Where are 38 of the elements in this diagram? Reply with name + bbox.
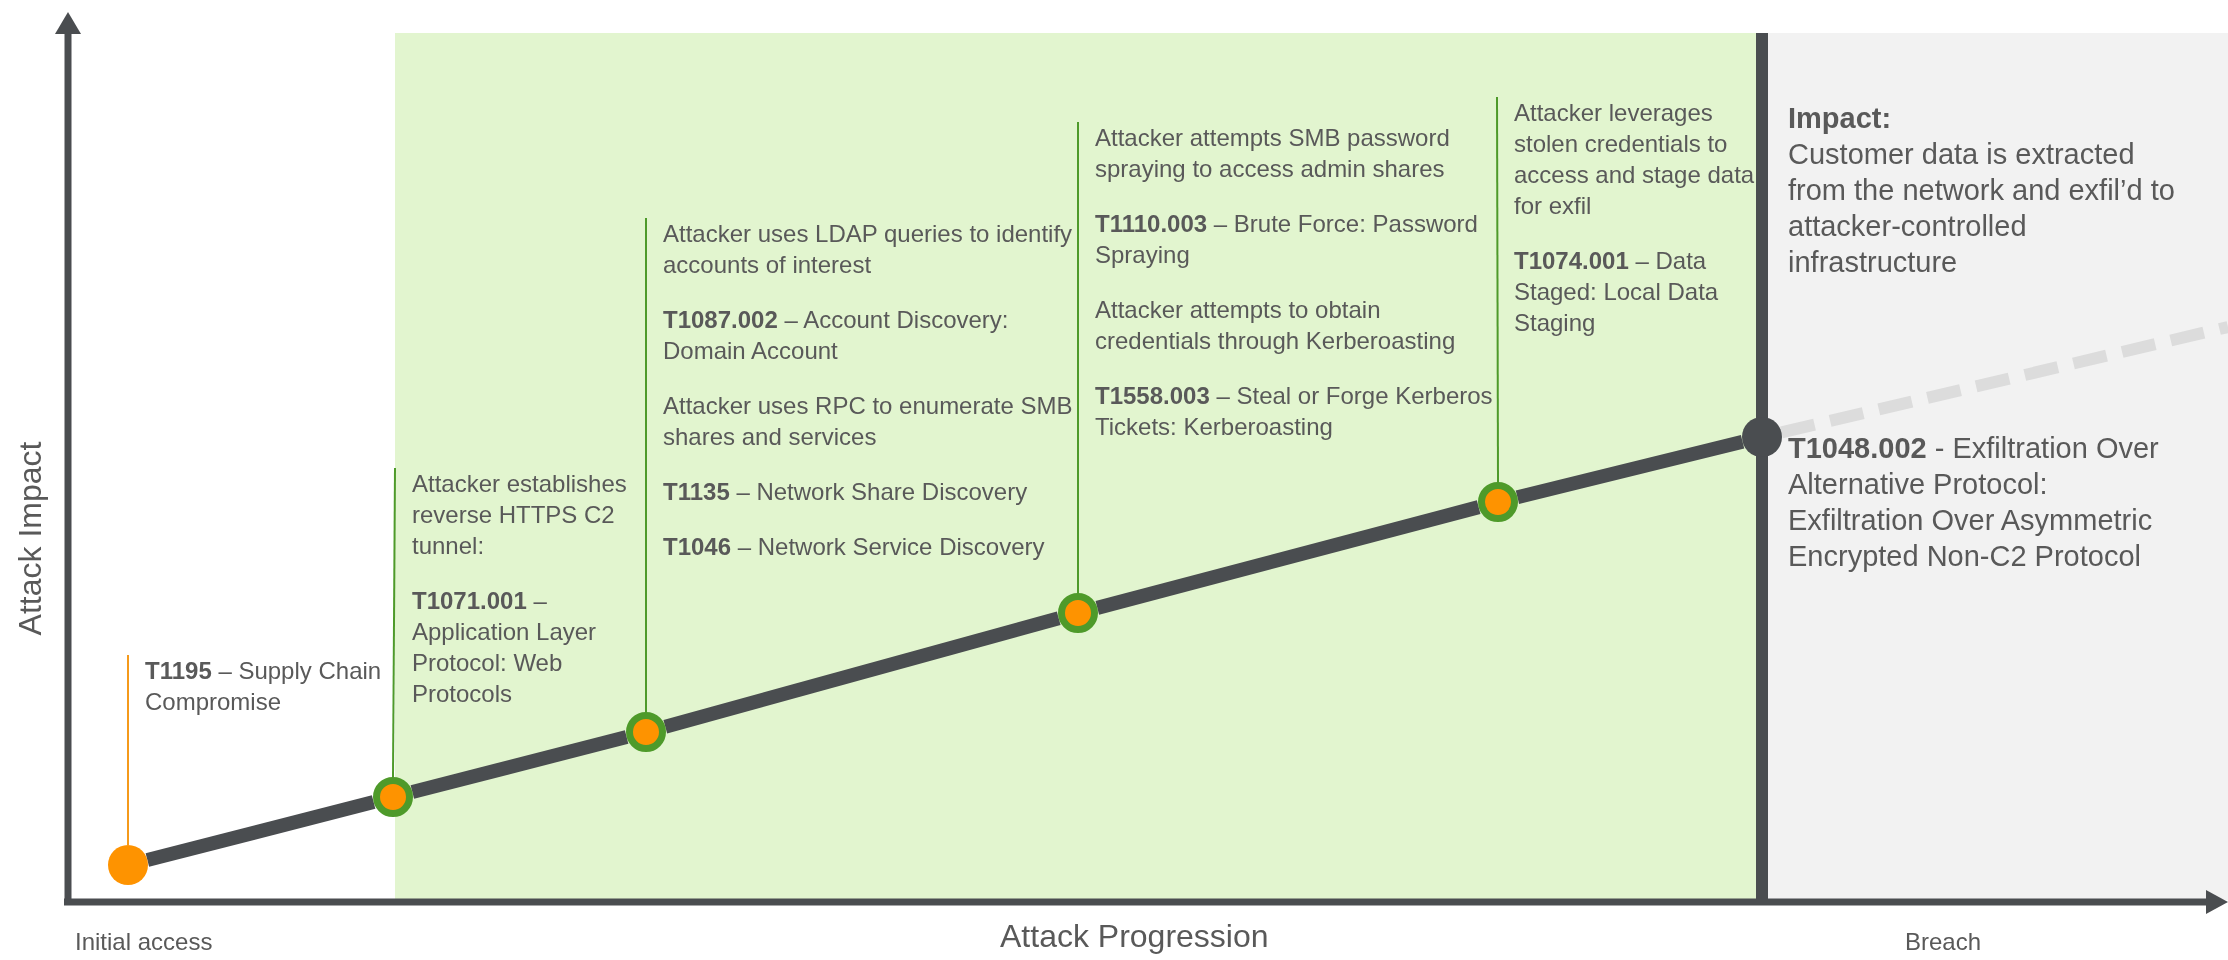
- progression-line: [1095, 500, 1481, 615]
- dashed-line: [1780, 321, 2228, 439]
- technique-text: T1074.001 – Data Staged: Local Data Staging: [1514, 246, 1720, 338]
- milestone-dot: [373, 777, 413, 817]
- impact-heading: Impact:: [1788, 101, 1893, 136]
- technique-text: Attacker uses RPC to enumerate SMB shares and services: [663, 391, 1074, 452]
- leader-line: [127, 654, 129, 846]
- leader-line: [645, 217, 647, 713]
- breach-dot: [1742, 417, 1782, 457]
- leader-line: [1496, 96, 1499, 483]
- technique-text: T1048.002 - Exfiltration Over Alternative Protocol: Exfiltration Over Asymmetric Encrypted Non-C2 Protocol: [1788, 431, 2160, 574]
- axis-end-label: Breach: [1905, 928, 1982, 956]
- leader-line: [1077, 121, 1079, 594]
- technique-text: Attacker uses LDAP queries to identify accounts of interest: [663, 219, 1074, 280]
- technique-text: Attacker attempts to obtain credentials through Kerberoasting: [1095, 295, 1457, 356]
- technique-text: Customer data is extracted from the network and exfil’d to attacker-controlled infrastructure: [1788, 137, 2176, 280]
- progression-line: [410, 730, 629, 799]
- progression-line: [663, 611, 1061, 734]
- milestone-dot: [1478, 482, 1518, 522]
- progression-line: [145, 795, 376, 867]
- start-dot: [108, 845, 148, 885]
- progression-line: [1515, 435, 1745, 504]
- axis-end-label: Initial access: [75, 928, 213, 956]
- technique-text: Attacker establishes reverse HTTPS C2 tunnel:: [412, 469, 628, 561]
- technique-text: T1071.001 – Application Layer Protocol: Web Protocols: [412, 586, 598, 709]
- milestone-dot: [1058, 593, 1098, 633]
- x-axis-title: Attack Progression: [1000, 918, 1269, 955]
- technique-text: T1046 – Network Service Discovery: [663, 532, 1046, 562]
- y-axis-title: Attack Impact: [11, 440, 49, 638]
- technique-text: T1135 – Network Share Discovery: [663, 477, 1029, 507]
- technique-text: T1110.003 – Brute Force: Password Spraying: [1095, 209, 1479, 270]
- technique-text: Attacker attempts SMB password spraying to access admin shares: [1095, 123, 1451, 184]
- technique-text: T1195 – Supply Chain Compromise: [145, 656, 383, 717]
- milestone-dot: [626, 712, 666, 752]
- technique-text: T1087.002 – Account Discovery: Domain Account: [663, 305, 1010, 366]
- technique-text: T1558.003 – Steal or Forge Kerberos Tickets: Kerberoasting: [1095, 381, 1494, 442]
- technique-text: Attacker leverages stolen credentials to access and stage data for exfil: [1514, 98, 1756, 221]
- leader-line: [392, 467, 396, 778]
